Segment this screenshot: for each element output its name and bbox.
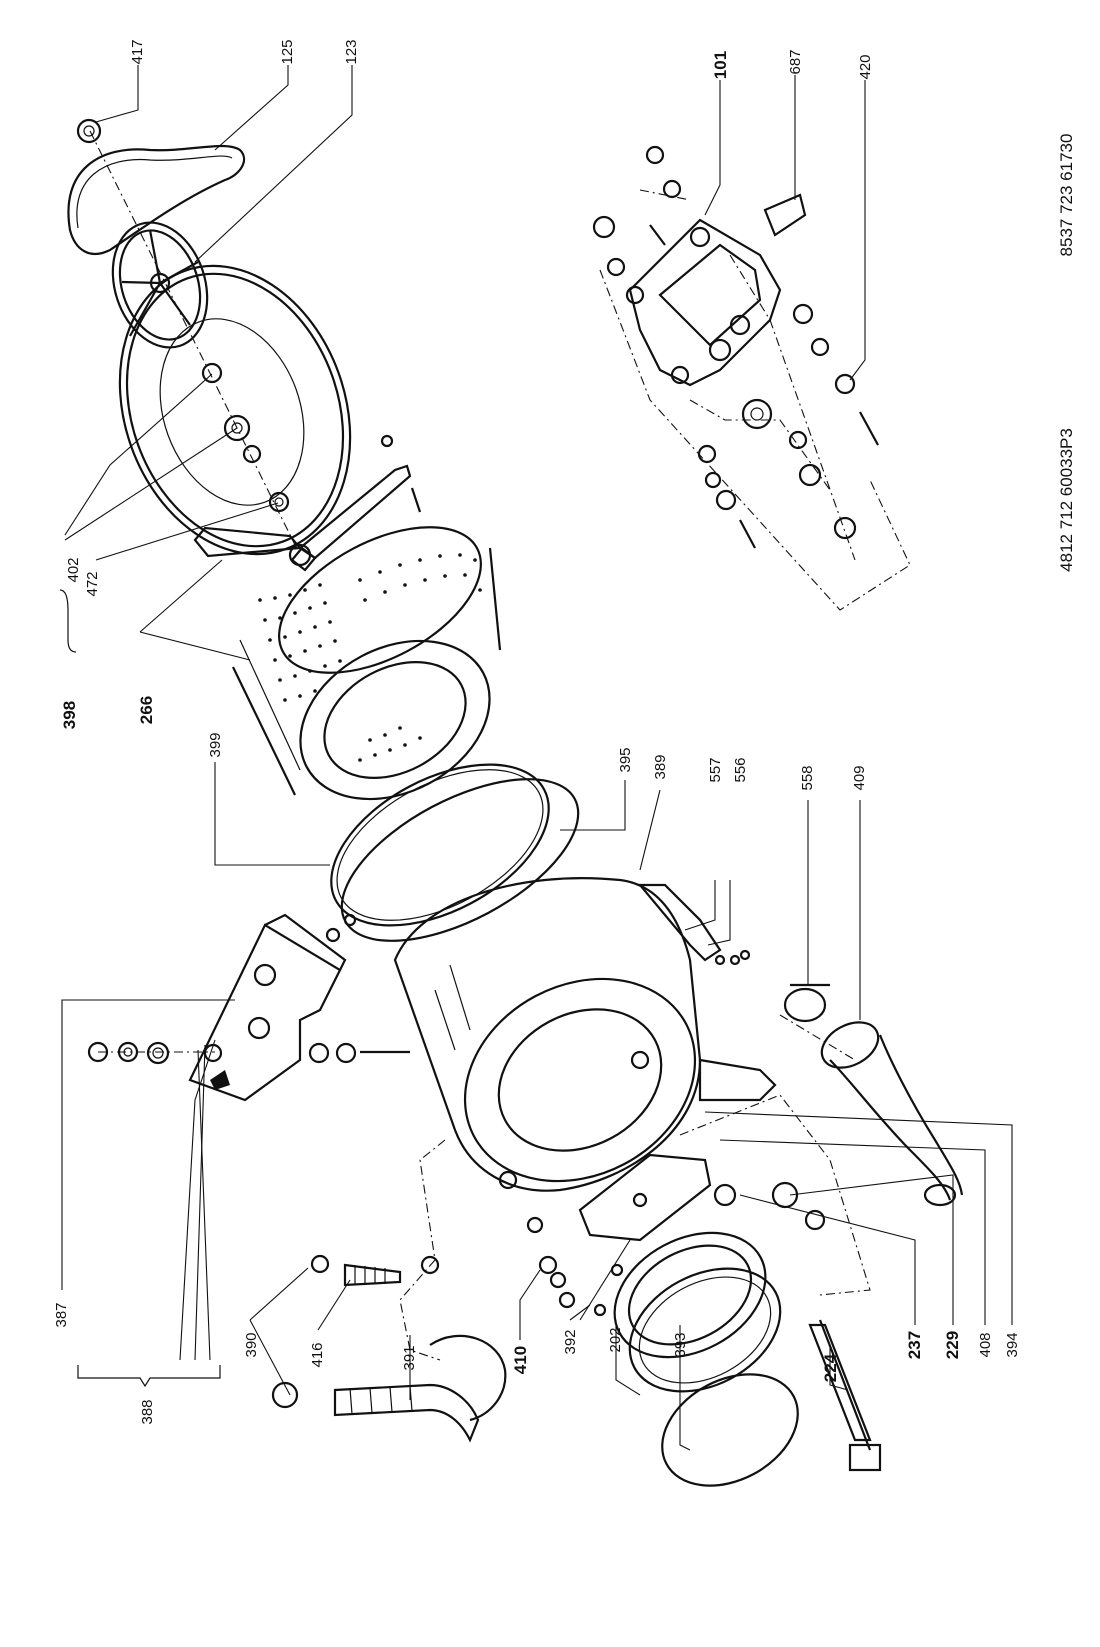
label-410: 410 <box>511 1346 530 1374</box>
label-229: 229 <box>943 1331 962 1359</box>
label-557: 557 <box>707 757 724 782</box>
label-237: 237 <box>905 1331 924 1359</box>
sump-hose <box>820 1021 964 1207</box>
label-391: 391 <box>401 1345 418 1370</box>
motor-mount-washers <box>592 145 879 549</box>
label-101: 101 <box>711 51 730 79</box>
label-416: 416 <box>309 1342 326 1367</box>
label-202: 202 <box>607 1327 624 1352</box>
counterweight-fixings <box>87 1041 410 1065</box>
label-556: 556 <box>732 757 749 782</box>
bearing-set <box>268 491 290 513</box>
motor-assembly-guide <box>639 189 831 491</box>
label-558: 558 <box>799 765 816 790</box>
bottom-code: 4812 712 60033P3 <box>1057 428 1076 572</box>
label-420: 420 <box>857 54 874 79</box>
pulley-nut <box>76 118 102 144</box>
drive-axis <box>89 130 301 556</box>
leader-lines <box>61 65 1013 1451</box>
drum <box>232 526 502 801</box>
motor-axis <box>729 254 856 561</box>
label-417: 417 <box>129 39 146 64</box>
motor <box>625 218 782 387</box>
brace-398 <box>59 589 77 653</box>
label-472: 472 <box>84 571 101 596</box>
drum-ring <box>340 778 580 942</box>
label-387: 387 <box>53 1302 70 1327</box>
label-390: 390 <box>243 1332 260 1357</box>
label-395: 395 <box>617 747 634 772</box>
door-clamp-ring <box>661 1373 799 1487</box>
label-224: 224 <box>821 1353 840 1382</box>
heater-element <box>808 1319 882 1472</box>
label-402: 402 <box>65 557 82 582</box>
tub <box>393 877 777 1192</box>
motor-assembly-outline <box>599 269 911 611</box>
label-398: 398 <box>60 701 79 729</box>
top-code: 8537 723 61730 <box>1057 134 1076 257</box>
label-394: 394 <box>1004 1332 1021 1357</box>
brace-388 <box>77 1365 221 1388</box>
hose-route <box>399 1139 446 1361</box>
label-123: 123 <box>343 39 360 64</box>
drive-belt <box>67 144 246 256</box>
counterweight <box>188 913 347 1102</box>
label-408: 408 <box>977 1332 994 1357</box>
label-409: 409 <box>851 765 868 790</box>
connector-hose <box>310 1254 440 1287</box>
spider-bolt <box>380 434 422 513</box>
label-389: 389 <box>652 754 669 779</box>
motor-bracket <box>763 193 807 237</box>
clip-axis <box>779 1014 856 1061</box>
label-392: 392 <box>562 1329 579 1354</box>
label-266: 266 <box>137 696 156 724</box>
thermostat <box>713 1181 826 1231</box>
tub-fasteners <box>325 913 751 1317</box>
hose-clip <box>783 983 830 1023</box>
tub-gasket <box>330 763 550 927</box>
drain-hose <box>271 1334 507 1443</box>
label-125: 125 <box>279 39 296 64</box>
label-388: 388 <box>139 1399 156 1424</box>
label-399: 399 <box>207 732 224 757</box>
heater-route <box>679 1094 871 1296</box>
label-687: 687 <box>787 49 804 74</box>
drum-spider <box>193 464 412 572</box>
label-393: 393 <box>672 1332 689 1357</box>
door-boot-seal <box>613 1231 782 1393</box>
lock-plate <box>578 1153 712 1242</box>
